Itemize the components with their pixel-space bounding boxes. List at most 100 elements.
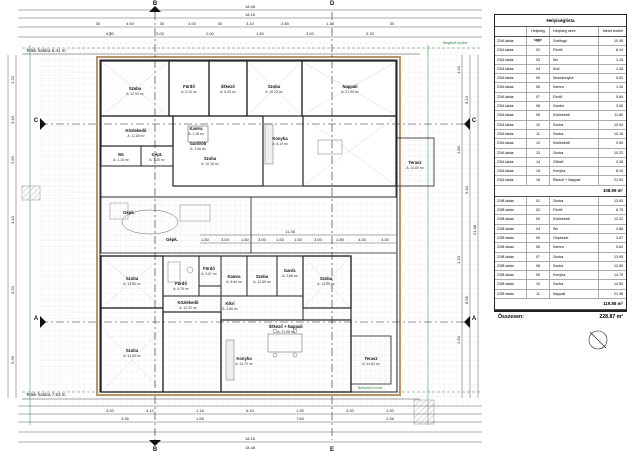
room-a-area: A: 1.15 m² (113, 158, 130, 162)
room-number: 11 (527, 129, 550, 139)
dimension-bottom-segment: 1.36 (386, 416, 395, 421)
room-area: 12.89 (614, 263, 623, 268)
dimension-right-segment: 5.40 (464, 185, 469, 194)
dimension-left-segment: 3.20 (10, 285, 15, 294)
room-unit: 23/B lakás (495, 289, 527, 299)
room-a-area: A: 3.06 m² (190, 147, 207, 151)
dimension-middle-segment: 1.80 (336, 237, 345, 242)
room-schedule-table: Helyiséglista Helyiség szám Helyiség nev… (494, 14, 627, 320)
room-a-label: Terasz (409, 160, 422, 165)
room-area: 1.15 (616, 57, 623, 62)
room-number: 09 (527, 111, 550, 120)
parking-label: Gépk. (123, 210, 135, 215)
room-area: 10.06 (614, 39, 623, 43)
room-unit: 23/B lakás (495, 271, 527, 280)
room-unit: 23/A lakás (495, 129, 527, 139)
dimension-middle-total: 11.36 (285, 229, 295, 234)
room-area: 6.14 (616, 48, 623, 53)
room-area: 10.16 (614, 131, 623, 136)
room-number: 04 (527, 64, 550, 74)
room-number: 03 (527, 215, 550, 224)
room-area: 9.55 (616, 141, 623, 146)
room-area: 3.38 (616, 159, 623, 164)
room-area: 14.70 (614, 273, 623, 278)
room-b-label: Fürdő (175, 281, 187, 286)
unit-b-subtotal: 119.88 m² (495, 299, 626, 311)
header-room-area: Méret terület (602, 29, 623, 33)
room-unit: 23/A lakás (495, 148, 527, 157)
dimension-bottom-segment: 4.10 (146, 408, 155, 413)
dimension-bottom-segment: 3.30 (106, 408, 115, 413)
room-area: 6.75 (616, 208, 623, 213)
room-number: 01 (527, 37, 550, 46)
room-b-area: A: 21.98 m² (277, 330, 295, 334)
room-name: Konyha (550, 167, 599, 176)
room-a-label: Kamra (189, 126, 203, 131)
dimension-right-small: 2.50 (456, 335, 461, 344)
room-name: Közlekedő (550, 111, 599, 120)
room-number: 02 (527, 46, 550, 55)
plot-boundary-label-bottom: Telek határa 7.53 m (26, 392, 66, 397)
room-a-area: A: 12.94 m² (126, 92, 144, 96)
section-marker-a: A (34, 316, 39, 322)
room-name: Fürdő (550, 206, 599, 215)
section-marker-c: C (472, 118, 477, 124)
dimension-top-segment: 3.00 (156, 31, 165, 36)
room-unit: 23/B lakás (495, 261, 527, 271)
room-name: Gardró (550, 102, 599, 111)
room-unit: 23/B lakás (495, 224, 527, 233)
room-number: 14 (527, 157, 550, 167)
room-area: 5.64 (616, 94, 623, 99)
section-marker-c: C (34, 118, 39, 124)
dimension-middle-segment: 1.60 (241, 237, 250, 242)
dimension-top-segment: 30 (218, 21, 223, 26)
existing-building-label: Meglévő épület (443, 41, 467, 45)
room-unit: 23/B lakás (495, 252, 527, 261)
room-a-area: A: 8.10 m² (272, 142, 289, 146)
room-a-area: A: 14.60 m² (406, 166, 424, 170)
room-b-area: A: 14.70 m² (235, 362, 253, 366)
room-number: 12 (527, 139, 550, 148)
room-b-label: Kamra (227, 274, 241, 279)
section-marker-d: D (330, 1, 335, 7)
room-unit: 23/B lakás (495, 206, 527, 215)
room-a-area: A: 10.22 m² (265, 90, 283, 94)
room-unit: 23/B lakás (495, 215, 527, 224)
section-marker-e: E (330, 447, 334, 452)
room-number: 06 (527, 243, 550, 252)
dimension-middle-segment: 3.00 (258, 237, 267, 242)
room-name: Szoba (550, 148, 599, 157)
grand-total-value: 228.87 m² (599, 314, 623, 321)
dimension-top-segment: 30 (390, 21, 395, 26)
room-area: 12.94 (614, 122, 623, 127)
room-unit: 23/A lakás (495, 83, 527, 92)
dimension-middle-segment: 3.30 (381, 237, 390, 242)
north-arrow-icon (588, 330, 608, 350)
dimension-middle-segment: 4.30 (358, 237, 367, 242)
room-b-area: A: 13.50 m² (123, 282, 141, 286)
room-b-label: Étkező + Nappali (269, 324, 302, 329)
room-name: Szoba (550, 120, 599, 129)
room-unit: 23/B lakás (495, 280, 527, 289)
room-name: Nappali (550, 289, 599, 299)
dimension-bottom-segment: 1.30 (296, 408, 305, 413)
room-number: 10 (527, 280, 550, 289)
room-unit: 23/A lakás (495, 46, 527, 55)
room-a-area: A: 1.16 m² (188, 132, 205, 136)
room-unit: 23/A lakás (495, 74, 527, 83)
dimension-bottom-inner: 18.18 (245, 436, 256, 441)
room-area: 2.86 (616, 226, 623, 231)
room-name: Szoba (550, 129, 599, 139)
room-a-label: Fürdő (183, 84, 195, 89)
room-name: Szoba (550, 261, 599, 271)
dimension-middle-segment: 1.50 (294, 237, 303, 242)
